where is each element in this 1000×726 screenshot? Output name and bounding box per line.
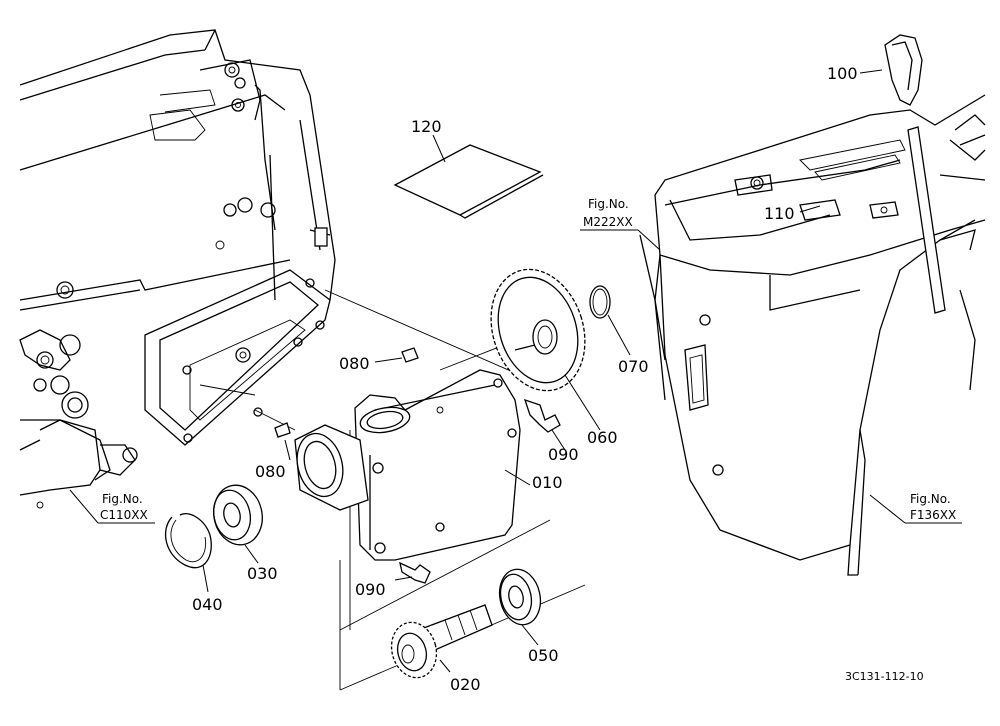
figure-ref-code: M222XX	[583, 215, 633, 229]
indicator-plate-110	[799, 205, 821, 213]
manual-sheet-120	[393, 134, 544, 219]
pin-080-upper	[374, 347, 419, 363]
figure-ref-f136xx[interactable]: Fig.No. F136XX	[869, 492, 962, 524]
part-label-010[interactable]: 010	[532, 473, 563, 492]
pinion-shaft-020	[390, 604, 493, 679]
gearbox-housing-010	[294, 369, 531, 561]
part-label-030[interactable]: 030	[247, 564, 278, 583]
spur-gear-060	[490, 268, 601, 431]
snap-ring-040	[164, 513, 212, 593]
part-label-020[interactable]: 020	[450, 675, 481, 694]
bearing-050	[498, 568, 542, 646]
snap-ring-070	[589, 285, 631, 356]
transmission-case	[19, 29, 336, 509]
bolt-090-upper	[523, 398, 566, 451]
figure-ref-title: Fig.No.	[910, 492, 951, 506]
part-label-070[interactable]: 070	[618, 357, 649, 376]
part-label-050[interactable]: 050	[528, 646, 559, 665]
part-label-040[interactable]: 040	[192, 595, 223, 614]
part-label-100[interactable]: 100	[827, 64, 858, 83]
part-label-110[interactable]: 110	[764, 204, 795, 223]
pin-080-lower	[274, 422, 291, 461]
figure-ref-title: Fig.No.	[102, 492, 143, 506]
figure-ref-code: C110XX	[100, 508, 148, 522]
figure-ref-c110xx[interactable]: Fig.No. C110XX	[69, 489, 155, 524]
part-label-080-lower[interactable]: 080	[255, 462, 286, 481]
drawing-code: 3C131-112-10	[845, 670, 924, 683]
lever-with-knob-100	[859, 34, 946, 314]
part-label-120[interactable]: 120	[411, 117, 442, 136]
figure-ref-code: F136XX	[910, 508, 956, 522]
part-label-090-upper[interactable]: 090	[548, 445, 579, 464]
part-label-060[interactable]: 060	[587, 428, 618, 447]
operator-console	[639, 94, 986, 576]
bearing-030	[212, 484, 263, 564]
figure-ref-m222xx[interactable]: Fig.No. M222XX	[580, 197, 661, 251]
part-label-080-upper[interactable]: 080	[339, 354, 370, 373]
figure-ref-title: Fig.No.	[588, 197, 629, 211]
bolt-090-lower	[394, 561, 431, 584]
part-label-090-lower[interactable]: 090	[355, 580, 386, 599]
